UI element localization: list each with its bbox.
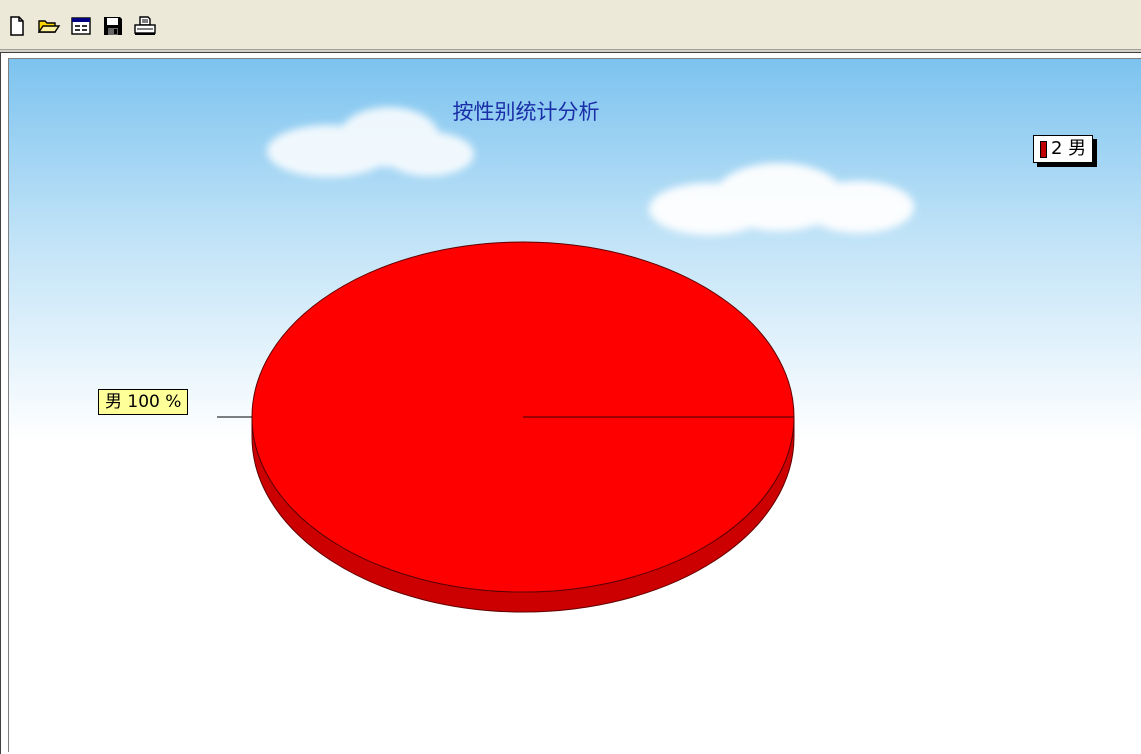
pie-chart <box>9 59 1141 752</box>
chart-title: 按性别统计分析 <box>452 100 600 124</box>
cloud-left <box>267 107 474 177</box>
new-document-icon <box>10 16 24 36</box>
legend-label: 2 男 <box>1051 138 1087 159</box>
printer-icon <box>134 16 156 35</box>
cloud-right <box>649 163 914 235</box>
floppy-disk-icon <box>104 17 122 35</box>
open-button[interactable] <box>36 13 62 39</box>
open-folder-icon <box>37 20 61 33</box>
window-view-icon <box>71 17 91 35</box>
print-button[interactable] <box>132 13 158 39</box>
toolbar <box>0 0 1141 50</box>
slice-data-label: 男 100 % <box>98 389 189 415</box>
chart-area: 按性别统计分析 2 男 男 100 % <box>8 58 1141 752</box>
legend-swatch <box>1040 140 1047 158</box>
new-button[interactable] <box>4 13 30 39</box>
save-button[interactable] <box>100 13 126 39</box>
chart-legend: 2 男 <box>1033 135 1094 163</box>
view-button[interactable] <box>68 13 94 39</box>
